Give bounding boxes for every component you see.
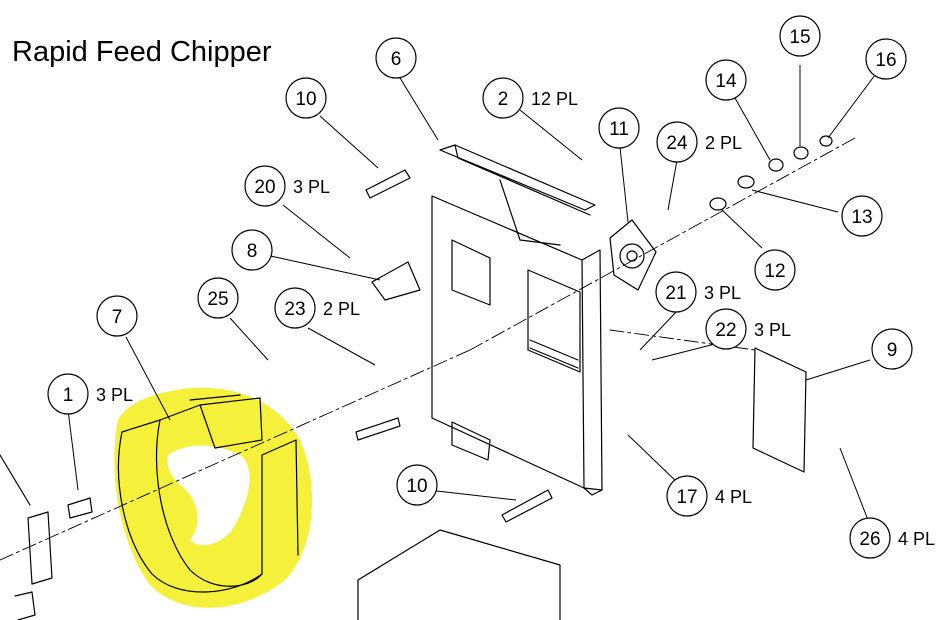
callout-quantity: 2 PL [705,133,742,153]
callout-balloon [274,287,316,329]
callout-balloon [482,77,524,119]
callout-number: 17 [676,487,697,508]
highlighted-housing-part-7 [114,387,313,608]
callout-number: 15 [789,27,810,48]
bearing-part-11 [609,219,657,291]
callout-number: 1 [63,385,74,406]
callout-2: 2 12 PL [482,77,578,119]
center-lines [0,137,856,561]
callout-number: 24 [666,133,688,154]
callout-quantity: 3 PL [96,385,133,405]
callout-number: 2 [498,89,509,110]
cover-plate-part-9 [752,347,807,473]
callout-number: 7 [112,307,123,328]
callout-balloon [705,59,747,101]
callout-quantity: 12 PL [531,89,578,109]
callout-quantity: 3 PL [704,283,741,303]
top-channel-part-6 [439,144,596,246]
callout-number: 11 [609,119,629,140]
callout-21: 21 3 PL [655,271,741,313]
callout-balloon [197,277,239,319]
callout-17: 17 4 PL [666,475,752,517]
callout-11: 11 [598,107,640,149]
callout-10: 10 [396,464,438,506]
callout-14: 14 [705,59,747,101]
callout-balloon [656,121,698,163]
callout-number: 22 [715,320,736,341]
small-bracket-part-8 [371,261,421,301]
washers [709,135,833,211]
callout-number: 23 [284,299,305,320]
callout-13: 13 [841,195,883,237]
callout-number: 26 [859,529,880,550]
callout-balloon [841,195,883,237]
callout-number: 6 [391,49,402,70]
callout-number: 9 [887,340,898,361]
callout-balloon [849,517,891,559]
callout-number: 10 [295,89,316,110]
callout-balloon [779,15,821,57]
main-plate [431,195,603,496]
callout-8: 8 [231,229,273,271]
callout-23: 23 2 PL [274,287,360,329]
callout-number: 13 [851,207,872,228]
callout-22: 22 3 PL [705,308,791,350]
callout-quantity: 3 PL [293,177,330,197]
callout-number: 12 [764,261,785,282]
callout-balloon [244,165,286,207]
callout-15: 15 [779,15,821,57]
callout-balloon [96,295,138,337]
callout-16: 16 [865,38,907,80]
diagram-title: Rapid Feed Chipper [12,36,272,68]
callout-quantity: 4 PL [715,487,752,507]
callout-number: 10 [406,476,427,497]
callout-20: 20 3 PL [244,165,330,207]
callout-balloon [375,37,417,79]
callout-26: 26 4 PL [849,517,935,559]
callout-24: 24 2 PL [656,121,742,163]
callout-balloon [865,38,907,80]
callout-number: 25 [207,289,228,310]
callout-balloon [666,475,708,517]
callout-balloon [598,107,640,149]
callout-balloon [705,308,747,350]
callout-quantity: 2 PL [323,299,360,319]
callout-number: 21 [665,283,686,304]
left-bracket [0,454,93,620]
callout-balloon [871,328,913,370]
callout-number: 16 [875,50,896,71]
callout-quantity: 3 PL [754,320,791,340]
callout-quantity: 4 PL [898,529,935,549]
callout-balloon [754,249,796,291]
callout-6: 6 [375,37,417,79]
pins-part-10 [355,169,553,523]
callout-10: 10 [285,77,327,119]
callout-1: 1 3 PL [47,373,133,415]
callout-balloon [231,229,273,271]
callout-25: 25 [197,277,239,319]
callout-number: 14 [715,71,737,92]
callout-balloon [285,77,327,119]
callout-balloon [47,373,89,415]
callout-12: 12 [754,249,796,291]
callout-balloon [396,464,438,506]
callout-number: 20 [254,177,275,198]
callout-balloon [655,271,697,313]
callout-7: 7 [96,295,138,337]
callout-9: 9 [871,328,913,370]
lower-frame [357,529,561,620]
callout-number: 8 [247,241,258,262]
